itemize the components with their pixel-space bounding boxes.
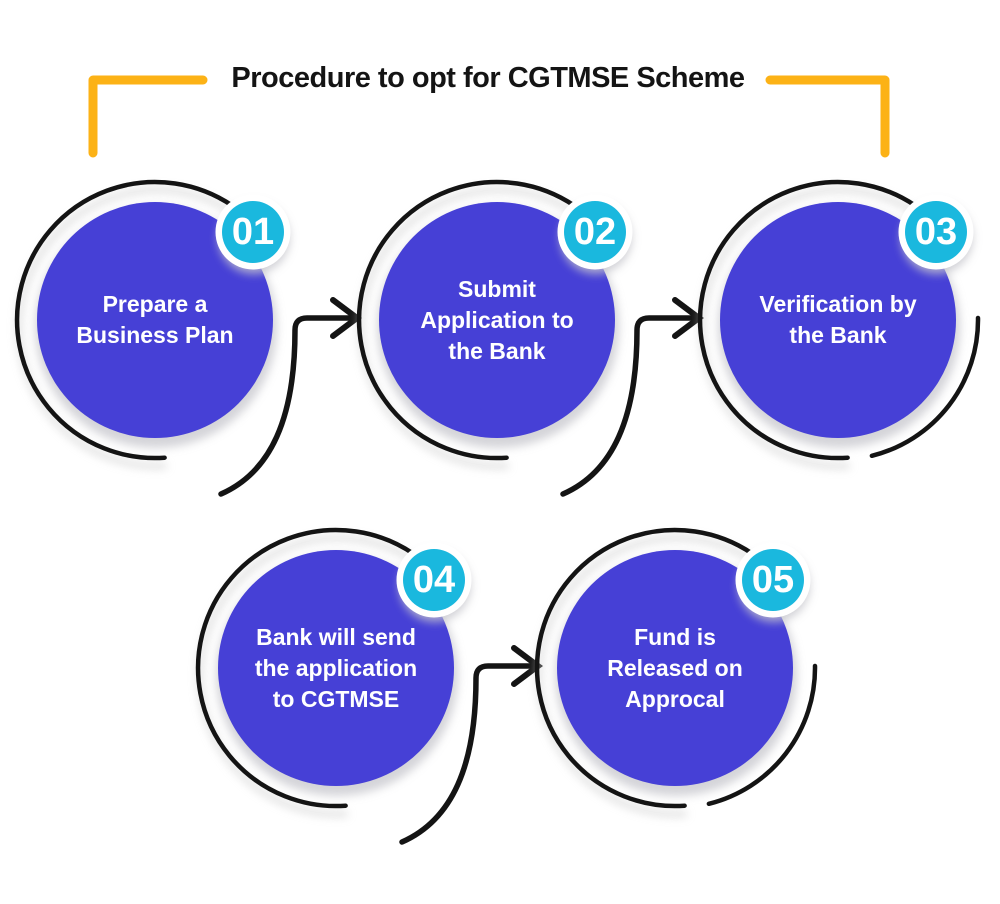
step-3-group xyxy=(697,179,981,469)
badge-circle xyxy=(222,201,284,263)
badge-circle xyxy=(403,549,465,611)
step-2-label: Submit Application to the Bank xyxy=(420,275,574,364)
step-ring-shadow xyxy=(197,535,417,817)
step-3-number-badge: 03 xyxy=(914,211,958,253)
step-circle xyxy=(379,202,615,438)
step-1-number-badge: 01 xyxy=(231,211,275,253)
step-ring xyxy=(697,179,918,461)
step-3-label: Verification by the Bank xyxy=(759,291,917,348)
connector-arrow-2-3 xyxy=(560,315,698,497)
ring-end-arc xyxy=(706,663,818,807)
badge-circle xyxy=(905,201,967,263)
step-circle xyxy=(37,202,273,438)
step-5-label: Fund is Released on Approcal xyxy=(607,623,743,712)
step-ring xyxy=(14,179,235,461)
ring-end-arc xyxy=(869,315,981,459)
step-ring-shadow xyxy=(699,187,919,469)
step-2-group xyxy=(356,179,704,497)
step-1-label: Prepare a Business Plan xyxy=(76,291,234,348)
badge-circle xyxy=(742,549,804,611)
step-2-number-badge: 02 xyxy=(573,211,617,253)
step-ring xyxy=(356,179,577,461)
badge-circle xyxy=(564,201,626,263)
title-bracket-right-icon xyxy=(765,75,890,158)
connector-arrow-1-2 xyxy=(218,315,356,497)
connector-arrow-4-5 xyxy=(399,663,537,845)
step-circle xyxy=(557,550,793,786)
step-4-number-badge: 04 xyxy=(412,559,456,601)
step-4-label: Bank will send the application to CGTMSE xyxy=(254,623,418,712)
step-ring xyxy=(195,527,416,809)
step-ring-shadow xyxy=(536,535,756,817)
page-title: Procedure to opt for CGTMSE Scheme xyxy=(231,62,745,94)
step-circle xyxy=(218,550,454,786)
step-1-group xyxy=(14,179,362,497)
title-bracket-left-icon xyxy=(88,75,208,158)
step-ring-shadow xyxy=(358,187,578,469)
step-ring xyxy=(534,527,755,809)
step-4-group xyxy=(195,527,543,845)
step-5-number-badge: 05 xyxy=(751,559,795,601)
step-circle xyxy=(720,202,956,438)
step-5-group xyxy=(534,527,818,817)
step-ring-shadow xyxy=(16,187,236,469)
